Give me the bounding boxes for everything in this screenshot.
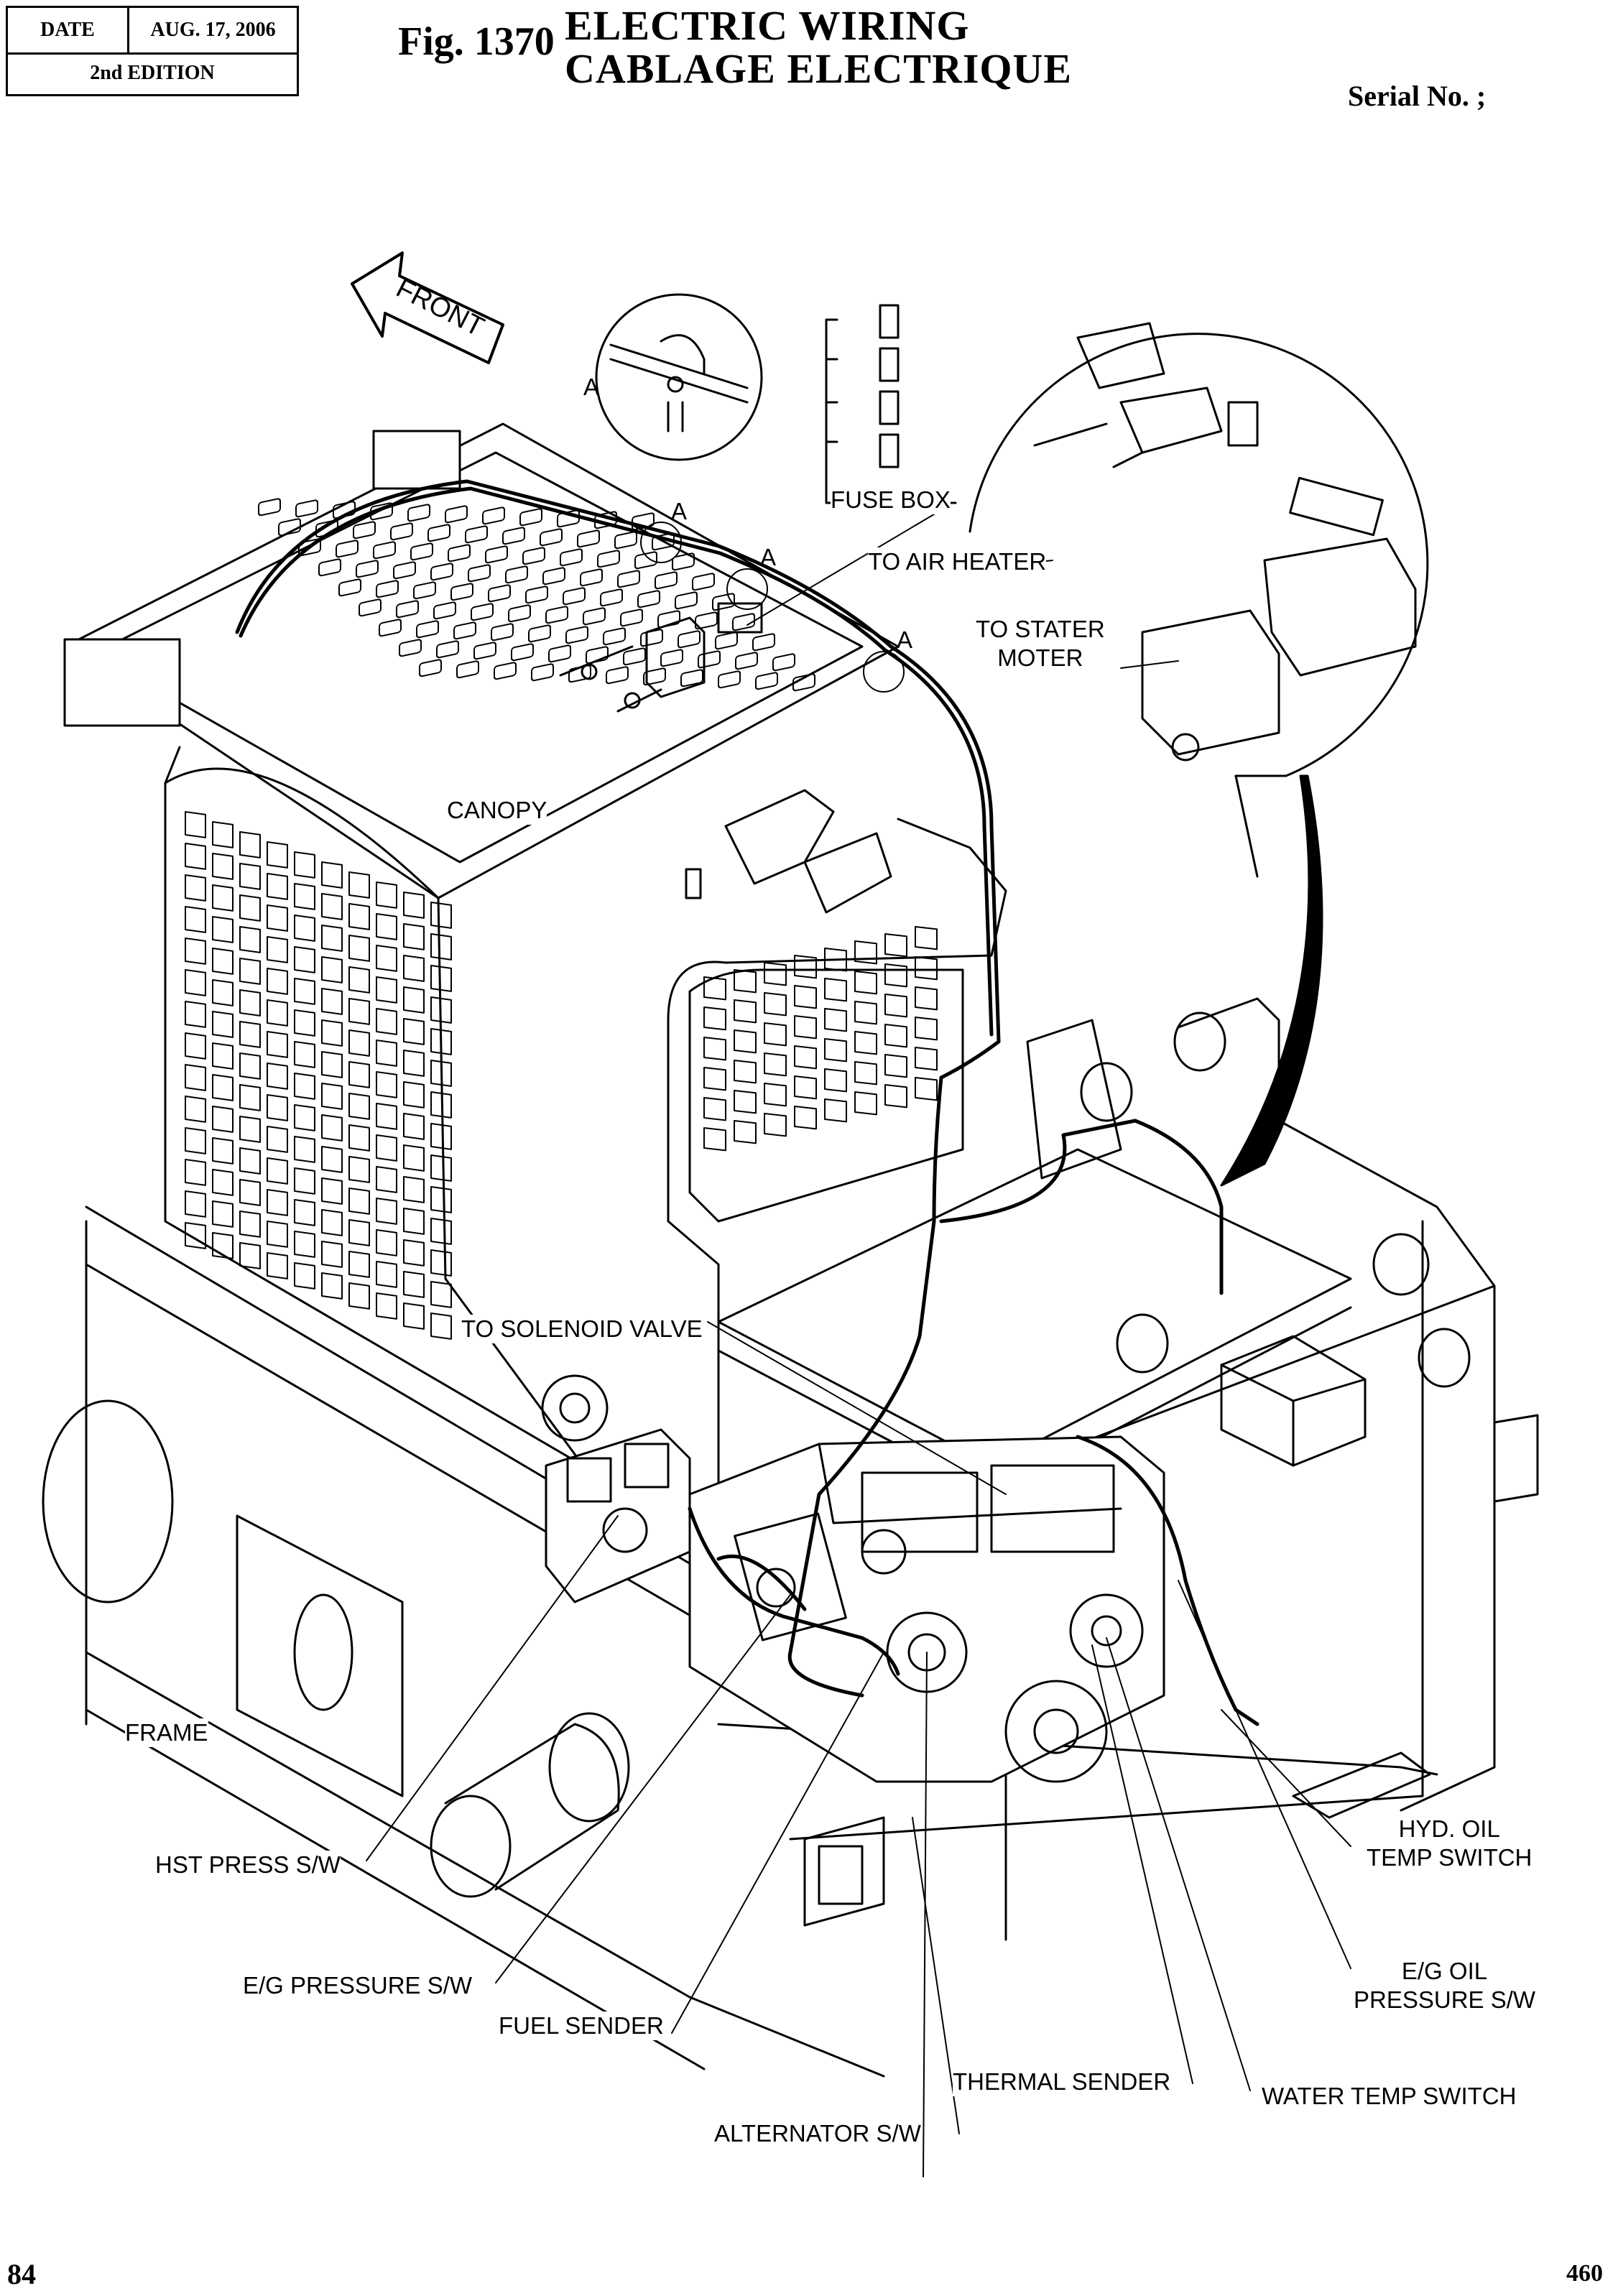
canopy-side-grid — [185, 811, 452, 1340]
label-thermal-sender: THERMAL SENDER — [953, 2068, 1171, 2096]
roof-grid — [258, 498, 815, 692]
rear-window-grid — [703, 926, 938, 1152]
detail-circle-relay — [969, 322, 1429, 878]
callout-a-3: A — [897, 626, 913, 653]
label-water-temp: WATER TEMP SWITCH — [1262, 2082, 1517, 2111]
callout-a-1: A — [671, 498, 688, 524]
page-number-left: 84 — [7, 2258, 36, 2290]
callout-a-2: A — [760, 544, 777, 570]
label-air-heater: TO AIR HEATER — [868, 547, 1047, 576]
label-fuel-sender: FUEL SENDER — [499, 2012, 664, 2040]
label-hyd-oil-temp: HYD. OIL TEMP SWITCH — [1367, 1815, 1533, 1872]
label-stater-moter: TO STATER MOTER — [976, 615, 1105, 672]
callout-a-detail: A — [583, 374, 600, 400]
label-canopy: CANOPY — [447, 796, 547, 825]
fuse-box-bracket — [559, 602, 763, 713]
label-hyd-oil-line1: HYD. OIL — [1398, 1815, 1500, 1842]
front-arrow: FRONT — [351, 251, 504, 364]
title-french: CABLAGE ELECTRIQUE — [565, 45, 1073, 92]
detail-leader — [1220, 774, 1323, 1187]
header-edition-row: 2nd EDITION — [8, 52, 297, 94]
label-stater-line1: TO STATER — [976, 616, 1105, 642]
header-info-box: DATE AUG. 17, 2006 2nd EDITION — [6, 6, 299, 96]
figure-number: Fig. 1370 — [398, 19, 555, 64]
label-frame: FRAME — [125, 1718, 208, 1747]
label-solenoid-valve: TO SOLENOID VALVE — [461, 1315, 703, 1343]
engine-assembly — [541, 1374, 1165, 1783]
work-light — [685, 789, 892, 914]
label-alternator: ALTERNATOR S/W — [714, 2119, 921, 2148]
fuse-set — [825, 304, 957, 504]
label-eg-oil-pressure: E/G OIL PRESSURE S/W — [1354, 1957, 1536, 2014]
label-eg-oil-line2: PRESSURE S/W — [1354, 1986, 1536, 2013]
edition-label: 2nd EDITION — [90, 62, 215, 84]
page-number-right: 460 — [1566, 2260, 1603, 2287]
date-label: DATE — [8, 8, 129, 52]
canopy-body — [164, 746, 1007, 1553]
callout-circles — [640, 522, 905, 693]
detail-circle-clamp — [595, 293, 763, 461]
leader-lines — [366, 509, 1351, 2177]
label-hst-press: HST PRESS S/W — [155, 1851, 341, 1879]
date-value: AUG. 17, 2006 — [150, 19, 276, 41]
label-hyd-oil-line2: TEMP SWITCH — [1367, 1843, 1533, 1871]
label-fuse-box: FUSE BOX — [831, 486, 951, 514]
title-english: ELECTRIC WIRING — [565, 2, 970, 49]
label-stater-line2: MOTER — [997, 644, 1083, 671]
header-date-row: DATE AUG. 17, 2006 — [8, 8, 297, 55]
label-eg-oil-line1: E/G OIL — [1401, 1958, 1488, 1984]
serial-number: Serial No. ; — [1348, 80, 1487, 112]
label-eg-pressure: E/G PRESSURE S/W — [243, 1971, 473, 2000]
